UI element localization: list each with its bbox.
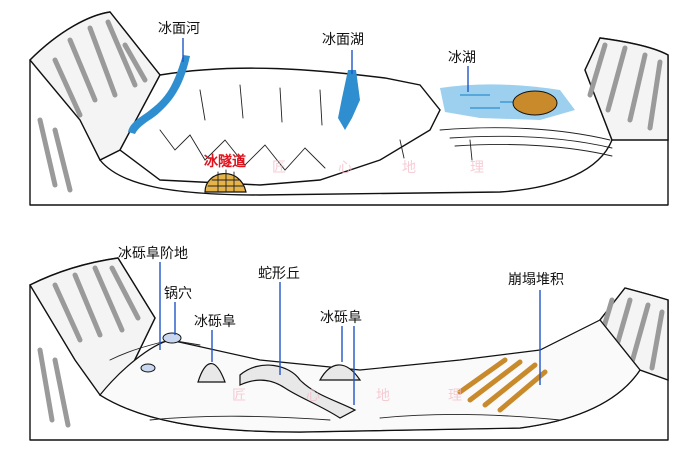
bottom-collapse-deposit: [457, 357, 548, 413]
label-kame-terrace: 冰砾阜阶地: [118, 245, 188, 262]
label-ice-lake: 冰湖: [448, 50, 476, 66]
top-ice-tunnel-grid: [207, 169, 245, 193]
watermark-bottom-2: 心: [306, 388, 320, 404]
top-left-foreground-rock: [37, 117, 73, 193]
bottom-panel: 冰砾阜阶地 锅穴 冰砾阜 蛇形丘 冰砾阜 崩塌堆积 匠 心 地 理: [29, 245, 669, 441]
bottom-kettle: [162, 332, 182, 344]
watermark-top-4: 理: [470, 160, 484, 176]
bottom-kame-right: [318, 364, 362, 381]
watermark-top-1: 匠: [272, 160, 286, 176]
label-kame-right: 冰砾阜: [320, 309, 362, 326]
bottom-kettle-2: [140, 363, 156, 373]
top-surface-river: [128, 55, 190, 134]
bottom-left-foreground-rock: [37, 347, 71, 428]
top-surface-lake: [338, 70, 360, 130]
label-surface-lake: 冰面湖: [322, 32, 364, 48]
watermark-bottom-3: 地: [376, 388, 390, 404]
top-ice-front: [159, 129, 326, 171]
top-sediment-layers: [439, 127, 613, 157]
top-right-mountain: [584, 37, 669, 141]
top-right-rock-shading: [587, 42, 663, 131]
top-crevasses: [199, 84, 473, 161]
bottom-kame-left: [197, 363, 226, 383]
bottom-right-mountain: [599, 287, 669, 381]
label-collapse-deposit: 崩塌堆积: [508, 272, 564, 288]
label-kame-left: 冰砾阜: [194, 313, 236, 330]
label-surface-river: 冰面河: [158, 21, 200, 37]
watermark-bottom-1: 匠: [232, 388, 246, 404]
top-moraine-deposit: [512, 90, 558, 116]
label-esker: 蛇形丘: [258, 266, 300, 282]
label-ice-tunnel: 冰隧道: [204, 153, 246, 170]
top-glacier-body: [119, 67, 441, 186]
bottom-left-rock-shading: [52, 265, 141, 343]
bottom-sediment-layers: [149, 413, 561, 421]
label-kettle: 锅穴: [164, 286, 192, 302]
watermark-bottom-4: 理: [448, 388, 462, 404]
top-panel: 冰面河 冰面湖 冰湖 冰隧道 匠 心 地 理: [29, 11, 669, 206]
top-left-rock-shading: [52, 19, 148, 118]
bottom-esker: [239, 364, 357, 419]
watermark-top-2: 心: [338, 160, 352, 176]
watermark-top-3: 地: [402, 160, 416, 176]
